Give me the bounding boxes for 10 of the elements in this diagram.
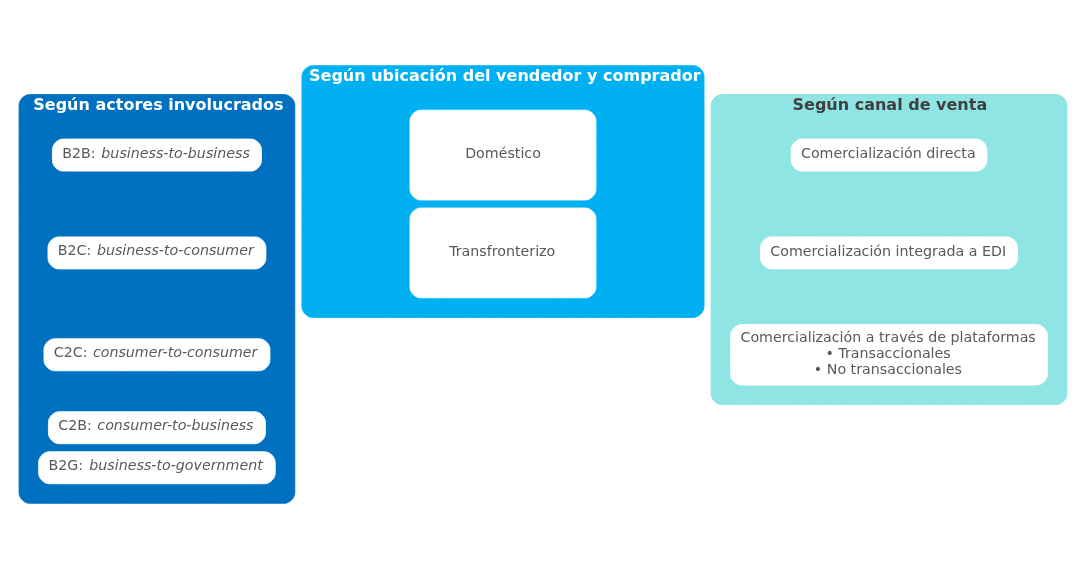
- node-box: B2B: business-to-business: [51, 138, 262, 172]
- node-box: B2G: business-to-government: [38, 451, 276, 485]
- node-box: C2C: consumer-to-consumer: [43, 338, 271, 372]
- node-box: C2B: consumer-to-business: [47, 411, 266, 445]
- node-box: Transfronterizo: [409, 207, 597, 299]
- node-box: B2C: business-to-consumer: [47, 236, 267, 270]
- node-box: Comercialización a través de plataformas • Transaccionales • No transaccionales: [730, 324, 1048, 386]
- node-box: Doméstico: [409, 109, 597, 201]
- node-box: Comercialización integrada a EDI: [760, 236, 1018, 270]
- node-box: Comercialización directa: [790, 138, 988, 172]
